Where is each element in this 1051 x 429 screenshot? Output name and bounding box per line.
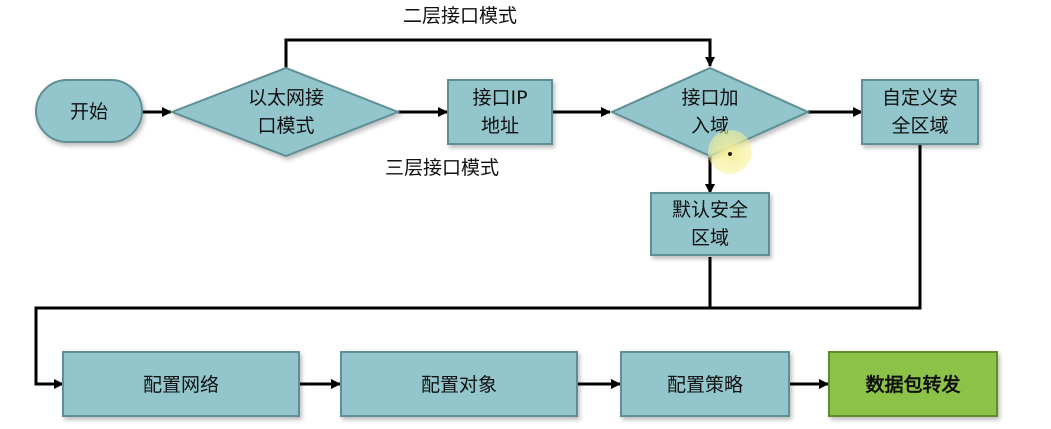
node-custom-zone [861, 79, 979, 145]
node-config-object [340, 351, 578, 417]
edge-label-layer3: 三层接口模式 [385, 157, 499, 179]
node-join-label-line2: 入域 [691, 115, 729, 137]
node-ethernet-decision [169, 66, 401, 158]
edge-custom-to-network [34, 145, 922, 389]
node-custom-label-line2: 全区域 [891, 115, 948, 137]
node-config-network [62, 351, 300, 417]
node-ip-label-line1: 接口IP [472, 87, 527, 109]
edge-label-layer2: 二层接口模式 [403, 5, 517, 27]
node-interface-ip [447, 79, 553, 145]
node-packet-forward-label: 数据包转发 [865, 373, 961, 396]
node-default-label-line2: 区域 [691, 227, 729, 249]
node-config-network-label: 配置网络 [143, 374, 219, 396]
node-ethernet-label-line1: 以太网接 [248, 87, 324, 109]
node-config-object-label: 配置对象 [421, 374, 497, 396]
node-join-decision [609, 66, 811, 158]
node-custom-label-line1: 自定义安 [882, 87, 958, 109]
edge-layer2-path [284, 38, 715, 70]
cursor-dot [728, 152, 732, 156]
node-config-policy-label: 配置策略 [667, 374, 743, 396]
node-config-policy [620, 351, 790, 417]
connectors [34, 38, 922, 389]
node-packet-forward [828, 351, 998, 417]
node-default-zone [650, 192, 770, 256]
node-start-label: 开始 [70, 101, 108, 123]
node-default-label-line1: 默认安全 [672, 199, 748, 221]
node-join-label-line1: 接口加 [681, 87, 738, 109]
node-ip-label-line2: 地址 [481, 115, 519, 137]
node-ethernet-label-line2: 口模式 [257, 115, 314, 137]
node-start [35, 79, 143, 143]
